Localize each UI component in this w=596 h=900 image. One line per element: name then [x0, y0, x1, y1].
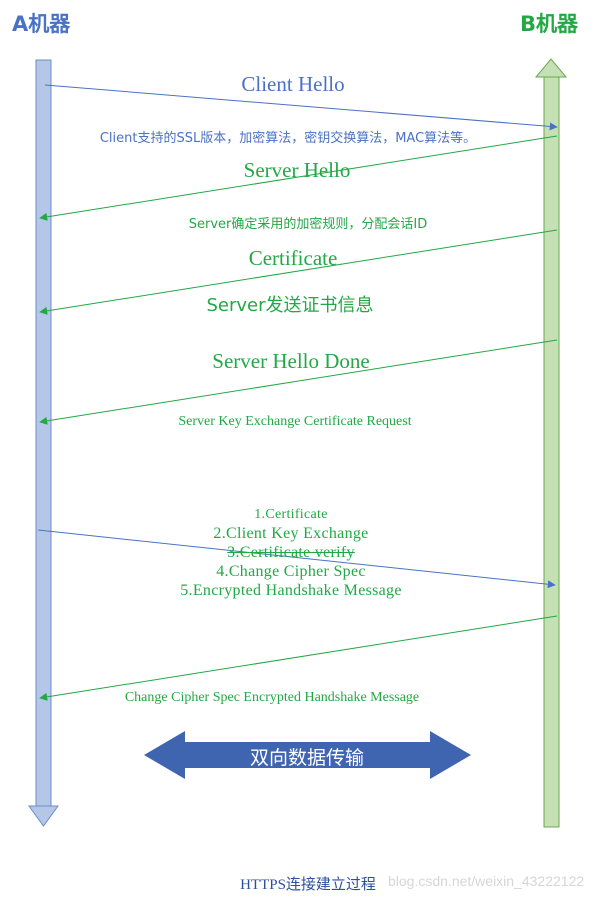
arrow-server-hello-done: [39, 339, 558, 425]
note-server-hello: Server确定采用的加密规则，分配会话ID: [188, 217, 428, 232]
note-client-hello: Client支持的SSL版本，加密算法，密钥交换算法，MAC算法等。: [99, 131, 477, 146]
bidirectional-transfer-arrow: [144, 731, 471, 779]
watermark-text: blog.csdn.net/weixin_43222122: [388, 873, 585, 889]
arrow-client-hello: [44, 84, 558, 131]
note-server-finish: Change Cipher Spec Encrypted Handshake M…: [124, 690, 420, 705]
note-server-hello-done: Server Key Exchange Certificate Request: [178, 414, 412, 429]
arrow-client-finish: [37, 529, 556, 589]
participant-a-title: A机器: [12, 12, 71, 36]
arrow-certificate: [39, 229, 558, 315]
lifeline-a: [28, 59, 59, 827]
transfer-label: 双向数据传输: [249, 747, 365, 769]
lifeline-b: [534, 58, 568, 828]
label-server-hello: Server Hello: [243, 158, 351, 182]
label-certificate: Certificate: [248, 246, 338, 270]
diagram-caption: HTTPS连接建立过程: [240, 877, 376, 893]
client-step: 2.Client Key Exchange: [213, 525, 369, 542]
note-certificate: Server发送证书信息: [206, 295, 374, 316]
client-step: 5.Encrypted Handshake Message: [180, 582, 402, 599]
client-step: 1.Certificate: [254, 507, 328, 522]
arrow-server-hello: [39, 135, 558, 221]
client-step: 4.Change Cipher Spec: [216, 563, 366, 580]
label-server-hello-done: Server Hello Done: [212, 349, 370, 373]
participant-b-title: B机器: [520, 12, 579, 36]
client-step: 3.Certificate verify: [227, 544, 355, 561]
client-steps-list: 1.Certificate 2.Client Key Exchange 3.Ce…: [180, 505, 402, 600]
arrow-server-finish: [39, 615, 558, 701]
label-client-hello: Client Hello: [241, 72, 345, 96]
